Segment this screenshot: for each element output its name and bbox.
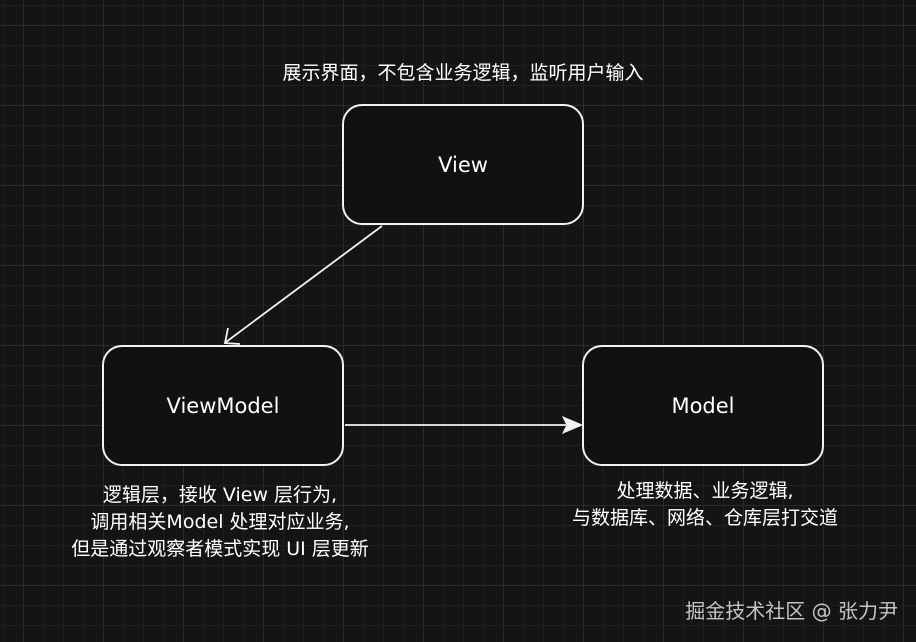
edge-view-to-viewmodel [223, 225, 383, 345]
edge-view-to-viewmodel-arrowhead [223, 327, 241, 345]
viewmodel-note: 逻辑层，接收 View 层行为, 调用相关Model 处理对应业务, 但是通过观… [20, 482, 420, 563]
viewmodel-node: ViewModel [102, 345, 344, 466]
view-note: 展示界面，不包含业务逻辑，监听用户输入 [226, 60, 700, 87]
edge-viewmodel-to-model-arrowhead [561, 416, 584, 434]
viewmodel-note-line-2: 调用相关Model 处理对应业务, [90, 511, 350, 533]
view-node-label: View [438, 152, 488, 177]
viewmodel-note-line-1: 逻辑层，接收 View 层行为, [102, 484, 338, 506]
watermark: 掘金技术社区 @ 张力尹 [685, 599, 898, 623]
edge-view-to-viewmodel-line [225, 225, 383, 343]
model-note-line-2: 与数据库、网络、仓库层打交道 [571, 507, 838, 529]
model-note-line-1: 处理数据、业务逻辑, [616, 480, 794, 502]
model-note: 处理数据、业务逻辑, 与数据库、网络、仓库层打交道 [520, 478, 890, 532]
view-note-line: 展示界面，不包含业务逻辑，监听用户输入 [282, 62, 644, 84]
edge-viewmodel-to-model [345, 416, 584, 434]
viewmodel-note-line-3: 但是通过观察者模式实现 UI 层更新 [71, 538, 369, 560]
view-node: View [342, 104, 584, 225]
model-node: Model [582, 345, 824, 466]
viewmodel-node-label: ViewModel [166, 393, 280, 418]
model-node-label: Model [671, 393, 735, 418]
